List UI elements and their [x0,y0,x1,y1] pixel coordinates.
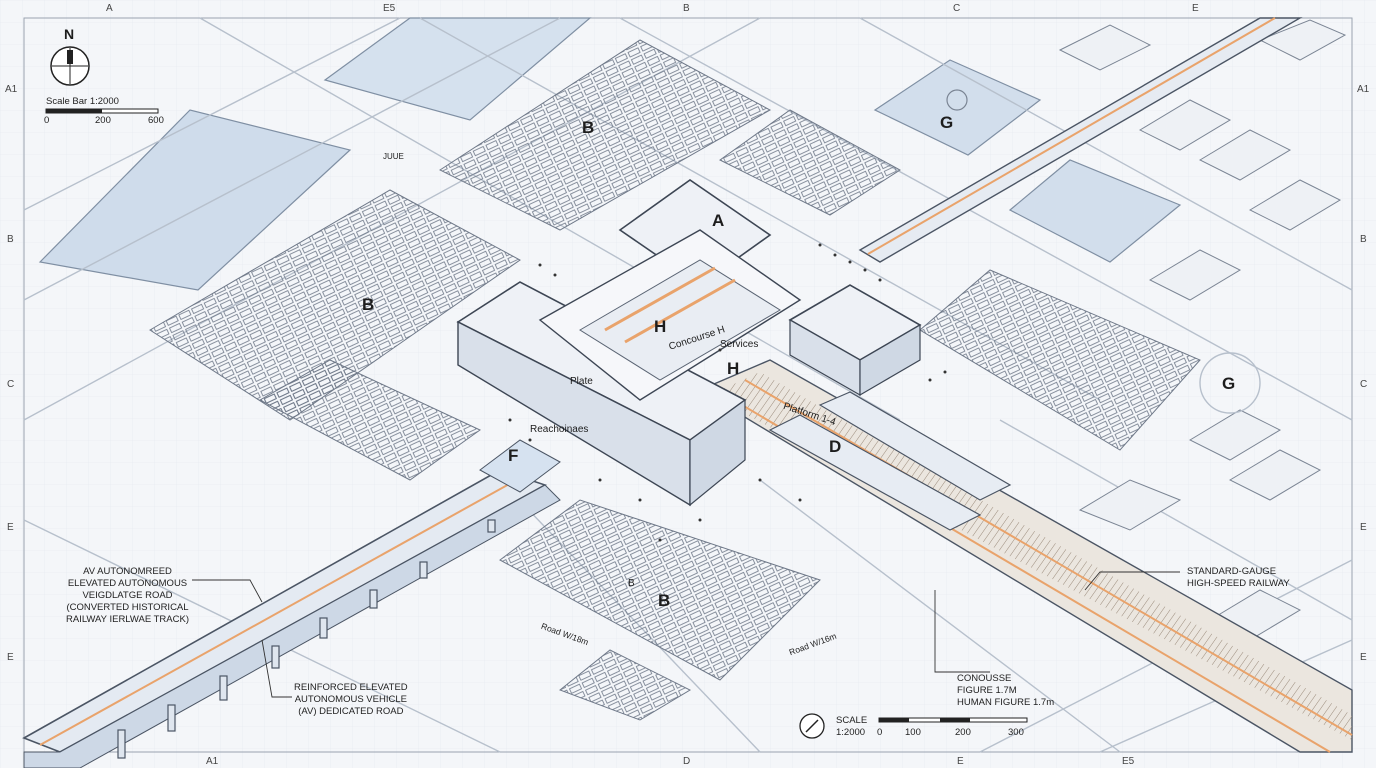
annotation-av-road-bottom-line-2: AUTONOMOUS VEHICLE [294,693,407,705]
east-buildings [1058,19,1347,641]
parking-lot-south-small [559,649,692,721]
annotation-concourse-figure-line-3: HUMAN FIGURE 1.7m [957,696,1055,708]
elevated-road-northeast [858,17,1303,263]
scale-bottom-tick-2: 200 [955,727,971,738]
zone-a: A [712,211,725,230]
scale-top-tick-0: 0 [44,115,50,126]
leader-lines [192,571,1180,698]
roundabout-east [1199,352,1261,414]
scale-bottom-tick-0: 0 [877,727,883,738]
rail-line-2 [744,379,1353,736]
scale-bottom-ratio: 1:2000 [836,727,866,738]
annotation-av-road-bottom: REINFORCED ELEVATED AUTONOMOUS VEHICLE (… [294,682,408,718]
people-figures [508,243,947,542]
parking-lot-north-east [719,109,901,216]
annotation-av-road-top: AV AUTONOMREED ELEVATED AUTONOMOUS VEIGD… [66,566,189,625]
zone-b-north: B [582,118,595,137]
parking-lot-south [499,499,821,681]
zone-f: F [508,446,519,465]
scale-bottom-tick-3: 300 [1008,727,1024,738]
grid-left-1: A1 [5,84,18,95]
zone-h-lower: H [727,359,740,378]
label-plate: Plate [570,376,593,387]
label-reachonaes: Reachoinaes [530,424,589,435]
zone-b-south-small: B [628,578,635,589]
train-1 [768,414,982,531]
annotation-railway-line-2: HIGH-SPEED RAILWAY [1187,577,1290,589]
north-arrow-pointer [67,50,73,64]
north-letter: N [64,26,75,42]
annotation-concourse-figure-line-1: CONOUSSE [957,673,1012,684]
grid-left-3: C [7,379,15,390]
train-2 [818,391,1012,501]
grid-bottom-1: A1 [206,756,219,767]
label-services: Services [720,339,759,350]
park-g-north [873,59,1042,156]
scale-bottom-tick-1: 100 [905,727,921,738]
av-road-lane-accent [39,477,521,746]
grid-top-2: E5 [383,3,396,14]
av-road-piers [117,519,496,759]
grid-top-4: C [953,3,961,14]
grid-left-5: E [7,652,14,663]
annotation-av-road-bottom-line-1: REINFORCED ELEVATED [294,682,408,693]
grid-right-5: E [1360,652,1367,663]
zone-b-west: B [362,295,375,314]
grid-bottom-3: E [957,756,964,767]
grid-right-1: A1 [1357,84,1370,95]
grid-right-3: C [1360,379,1368,390]
zone-d: D [829,437,842,456]
grid-top-1: A [106,3,113,14]
parking-lot-west-south [258,359,481,481]
scale-bar-bottom-seg1 [879,718,909,722]
road-lane-accent-northeast [867,17,1276,255]
elevated-av-road-side [23,484,561,768]
grid-left-4: E [7,522,14,533]
scale-top-tick-2: 600 [148,115,164,126]
annotation-av-road-top-line-2: ELEVATED AUTONOMOUS [67,577,188,589]
grid-right-2: B [1360,234,1367,245]
zone-g-east: G [1222,374,1236,393]
parking-lot-east [919,269,1201,451]
parking-lot-north [438,39,772,231]
annotation-av-road-top-line-4: (CONVERTED HISTORICAL [66,601,189,613]
annotation-av-road-top-line-3: VEIGDLATGE ROAD [82,589,173,601]
grid-right-4: E [1360,522,1367,533]
annotation-concourse-figure: CONOUSSE FIGURE 1.7M HUMAN FIGURE 1.7m [957,673,1054,709]
grid-left-2: B [7,234,14,245]
annotation-railway-line-1: STANDARD-GAUGE [1187,566,1277,577]
parking-lot-west [149,189,521,421]
annotation-av-road-top-line-1: AV AUTONOMREED [83,566,172,577]
grid-top-5: E [1192,3,1199,14]
annotation-railway: STANDARD-GAUGE HIGH-SPEED RAILWAY [1187,566,1290,590]
scale-bar-bottom-seg2 [940,718,970,722]
water-body-west [38,109,352,291]
annotation-av-road-bottom-line-3: (AV) DEDICATED ROAD [298,705,404,717]
scale-compass-needle [805,719,819,733]
annotation-concourse-figure-line-2: FIGURE 1.7M [957,684,1017,696]
water-body-north [323,17,592,121]
drop-off-f [479,439,561,493]
atrium-rails [604,266,736,344]
roundabout-north [946,89,968,111]
zone-g-north: G [940,113,954,132]
label-small-tag: JUUE [383,152,404,161]
grid-top-3: B [683,3,690,14]
station-atrium [579,259,781,381]
station-facade-south [689,398,746,507]
scale-bottom-title: SCALE [836,715,868,726]
scale-bar-top-fill [46,109,102,113]
zone-h-upper: H [654,317,667,336]
scale-top-tick-1: 200 [95,115,111,126]
park-east [1008,159,1182,263]
drawing-frame [23,17,1353,753]
grid-bottom-4: E5 [1122,756,1135,767]
station-facade-east-side [859,323,921,397]
zone-b-south: B [658,591,671,610]
scale-top-title: Scale Bar 1:2000 [46,96,119,107]
annotation-av-road-top-line-5: RAILWAY IERLWAE TRACK) [66,613,189,625]
grid-bottom-2: D [683,756,691,767]
